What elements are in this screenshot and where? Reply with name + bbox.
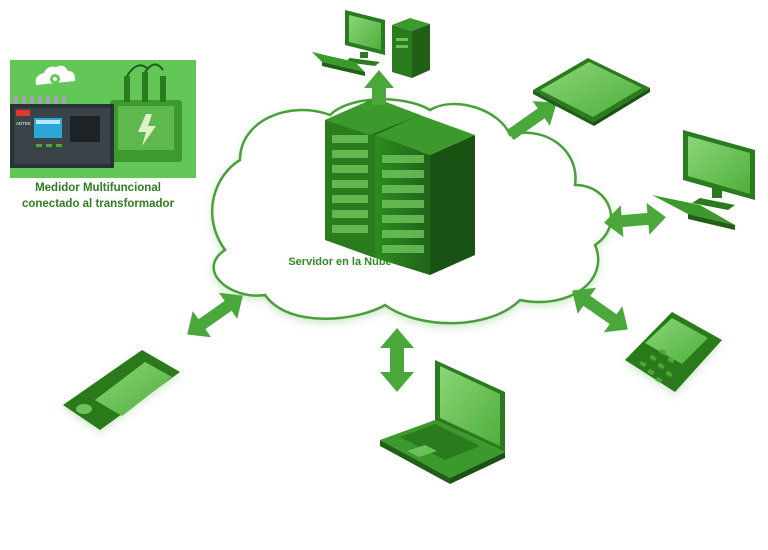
cloud-gear-icon — [35, 65, 76, 85]
laptop-icon — [380, 360, 505, 484]
meter-brand-label: ADTEK — [16, 121, 31, 126]
arrows — [187, 70, 666, 392]
transformer-icon — [110, 63, 182, 162]
meter-caption-line1: Medidor Multifuncional — [35, 182, 161, 194]
meter-caption-line2: conectado al transformador — [21, 198, 175, 210]
arrow-double-laptop — [380, 328, 414, 392]
arrow-double-monitor — [604, 202, 666, 238]
desktop-computer-icon — [312, 10, 430, 78]
meter-panel: ADTEK — [10, 60, 196, 178]
arrow-up-desktop — [364, 70, 394, 105]
server-rack-icon — [325, 98, 475, 275]
arrow-double-blackberry — [572, 287, 628, 333]
tablet-icon — [533, 58, 650, 126]
cloud-server-label: Servidor en la Nube — [288, 256, 392, 268]
meter-caption: Medidor Multifuncional conectado al tran… — [0, 180, 196, 212]
smartphone-icon — [63, 350, 180, 430]
blackberry-phone-icon — [625, 312, 722, 392]
arrow-double-smartphone — [187, 292, 243, 338]
arrow-to-tablet — [506, 101, 557, 141]
monitor-keyboard-icon — [652, 130, 755, 230]
multifunction-meter-icon: ADTEK — [10, 96, 114, 168]
